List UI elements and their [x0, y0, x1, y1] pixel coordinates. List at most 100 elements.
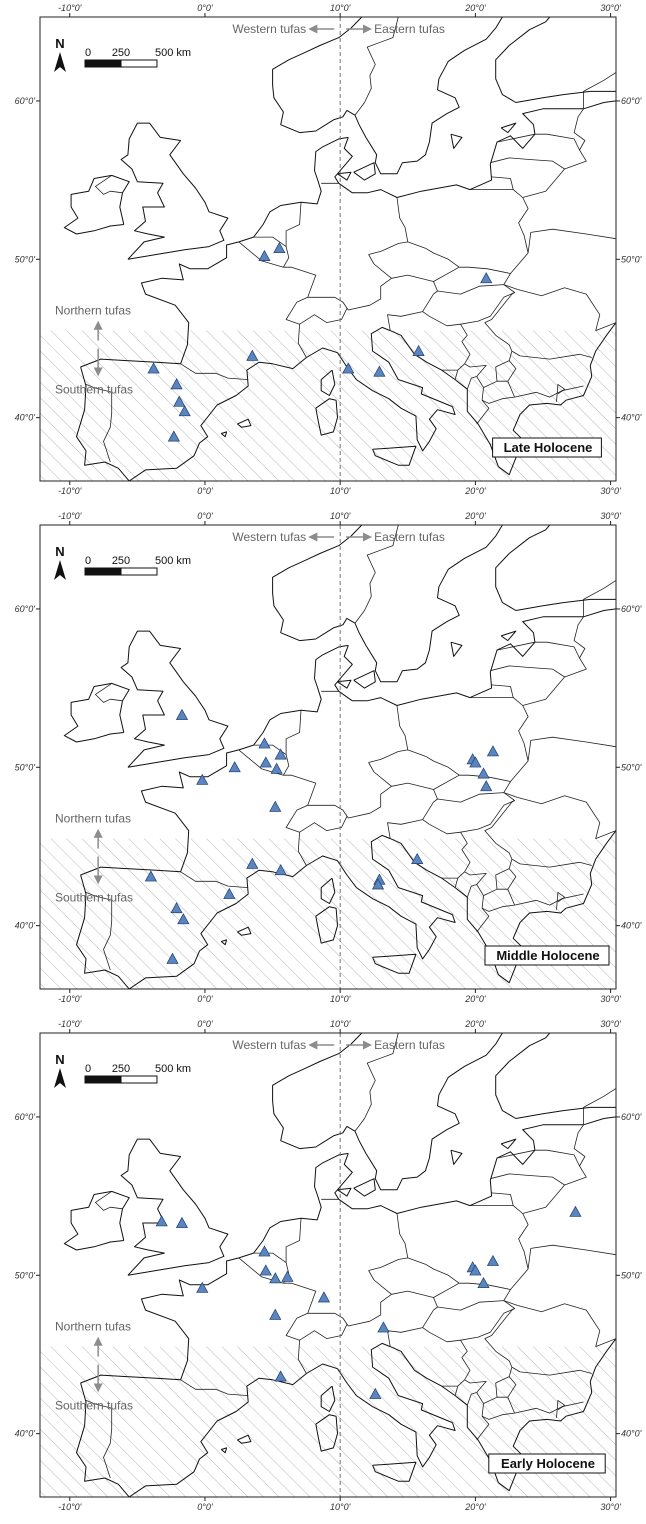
southern-tufas-label: Southern tufas: [55, 383, 133, 397]
coastline: [63, 174, 130, 235]
scale-bar-label: 250: [112, 555, 130, 567]
country-border: [583, 1088, 616, 1125]
lon-tick-label: 10°0': [330, 511, 351, 521]
tufa-site-marker: [369, 1387, 382, 1399]
coastline: [523, 997, 561, 1003]
coastline: [353, 1178, 376, 1197]
scale-bar-label: 0: [85, 555, 91, 567]
coastline: [354, 1033, 503, 1191]
map-panel: -10°0'-10°0'0°0'0°0'10°0'10°0'20°0'20°0'…: [15, 511, 642, 1004]
coastline: [63, 682, 130, 743]
country-border: [476, 888, 508, 933]
tufa-site-marker: [469, 756, 482, 768]
lon-tick-label: 30°0': [600, 486, 621, 496]
tufa-site-marker: [273, 241, 286, 254]
scale-bar-label: 500 km: [155, 1063, 191, 1075]
tufa-site-marker: [486, 745, 500, 757]
coastline: [450, 1149, 463, 1165]
coastline: [500, 122, 517, 134]
tufa-site-marker: [269, 1272, 282, 1284]
scale-bar-label: 0: [85, 47, 91, 59]
country-border: [481, 904, 515, 912]
northern-tufas-label: Northern tufas: [55, 812, 131, 826]
country-border: [299, 816, 348, 833]
lon-tick-label: 20°0': [464, 3, 486, 13]
country-border: [95, 1191, 123, 1211]
country-border: [396, 197, 409, 242]
country-border: [470, 684, 514, 698]
lon-tick-label: 0°0': [197, 486, 213, 496]
lat-tick-label: 60°0': [15, 1112, 36, 1122]
north-label: N: [55, 544, 64, 559]
tufa-site-marker: [269, 800, 282, 812]
lon-tick-label: -10°0': [58, 3, 82, 13]
tufa-site-marker: [196, 1281, 209, 1293]
country-border: [496, 641, 587, 678]
coastline: [237, 926, 252, 936]
lon-tick-label: 10°0': [330, 1019, 351, 1029]
tufa-site-marker: [170, 902, 183, 914]
tufa-site-marker: [411, 852, 424, 864]
north-arrow-icon: [54, 1068, 66, 1088]
lat-tick-label: 50°0': [621, 254, 642, 264]
country-border: [495, 360, 510, 382]
country-border: [476, 1396, 508, 1441]
country-border: [285, 1312, 308, 1374]
country-border: [307, 800, 382, 819]
tufa-site-marker: [223, 887, 236, 899]
lon-tick-label: 0°0': [197, 1019, 213, 1029]
country-border: [433, 1282, 511, 1301]
map-frame: [39, 524, 617, 990]
country-border: [368, 749, 460, 776]
country-border: [556, 892, 565, 910]
country-border: [299, 1324, 348, 1341]
coastline: [220, 1447, 228, 1454]
country-border: [464, 1379, 487, 1406]
country-border: [476, 1392, 484, 1404]
tufa-site-marker: [469, 1264, 482, 1276]
country-border: [354, 525, 399, 624]
southern-zone-hatch: [40, 330, 616, 481]
coastline: [315, 906, 338, 944]
country-border: [368, 241, 460, 268]
lon-tick-label: 0°0': [197, 994, 213, 1004]
coastline: [237, 418, 252, 428]
lon-tick-label: 20°0': [464, 1502, 486, 1512]
map-panel: -10°0'-10°0'0°0'0°0'10°0'10°0'20°0'20°0'…: [15, 3, 642, 496]
lat-tick-label: 60°0': [621, 604, 642, 614]
country-border: [307, 1308, 382, 1327]
country-border: [464, 871, 487, 898]
country-border: [495, 1376, 510, 1398]
tufa-site-marker: [270, 762, 283, 774]
lat-tick-label: 50°0': [15, 254, 36, 264]
country-border: [556, 1400, 565, 1418]
tufa-site-marker: [166, 952, 179, 964]
north-arrow-icon: [54, 52, 66, 72]
coastline: [120, 122, 229, 260]
country-border: [85, 384, 113, 463]
coastline: [354, 17, 503, 175]
country-border: [464, 363, 487, 390]
tufa-site-marker: [317, 1291, 331, 1303]
panel-title-box: [484, 945, 610, 966]
lon-tick-label: 10°0': [330, 1502, 351, 1512]
lon-tick-label: 10°0': [330, 486, 351, 496]
coastline: [334, 1116, 616, 1214]
panel-title: Middle Holocene: [496, 948, 599, 963]
country-border: [503, 792, 616, 839]
tufa-site-marker: [258, 249, 271, 261]
coastline: [80, 1152, 349, 1384]
lon-tick-label: 20°0': [464, 994, 486, 1004]
country-border: [490, 157, 565, 198]
coastline: [372, 1461, 417, 1482]
coastline: [120, 630, 229, 768]
lon-tick-label: 30°0': [600, 1019, 621, 1029]
lon-tick-label: 0°0': [197, 3, 213, 13]
tufa-site-marker: [177, 913, 190, 925]
country-border: [454, 1385, 459, 1396]
lat-tick-label: 40°0': [621, 921, 642, 931]
lat-tick-label: 60°0': [15, 96, 36, 106]
tufa-site-marker: [147, 362, 160, 374]
eastern-tufas-label: Eastern tufas: [374, 22, 445, 36]
